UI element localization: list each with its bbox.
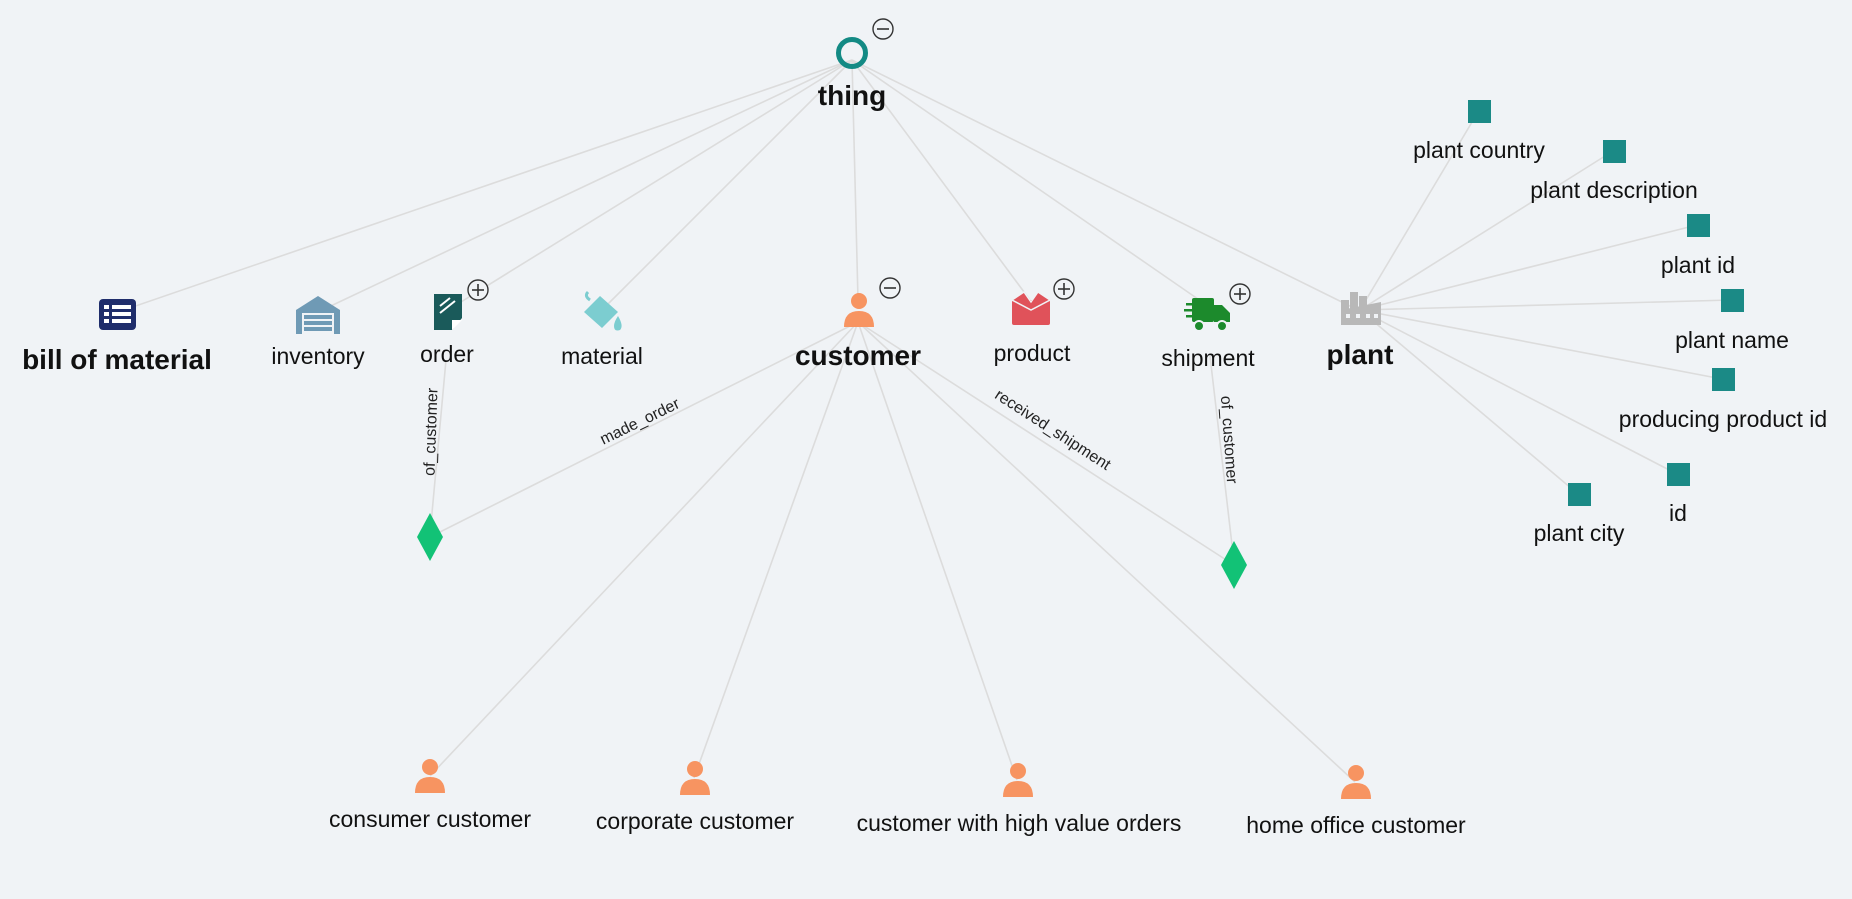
thing-circle-icon bbox=[836, 37, 868, 69]
edge-thing-shipment bbox=[851, 59, 1209, 307]
square-icon bbox=[1568, 483, 1591, 506]
node-label-customer-with-high-value-orders: customer with high value orders bbox=[857, 810, 1182, 836]
node-plant-city[interactable]: plant city bbox=[1534, 483, 1625, 546]
edge-thing-material bbox=[601, 59, 853, 311]
node-label-home-office-customer: home office customer bbox=[1246, 812, 1466, 838]
square-icon bbox=[1667, 463, 1690, 486]
relation-diamond-shipment-of-customer[interactable] bbox=[1221, 541, 1247, 589]
collapse-toggle-thing[interactable] bbox=[872, 18, 894, 40]
node-material[interactable]: material bbox=[561, 290, 643, 369]
square-icon bbox=[1687, 214, 1710, 237]
node-label-corporate-customer: corporate customer bbox=[596, 808, 794, 834]
node-id[interactable]: id bbox=[1667, 463, 1690, 526]
factory-icon bbox=[1341, 292, 1381, 325]
edge-label-made-order: made_order bbox=[598, 395, 684, 448]
node-customer-with-high-value-orders[interactable]: customer with high value orders bbox=[857, 763, 1182, 836]
edge-plant-country bbox=[1359, 111, 1479, 311]
edge-customer-corporate bbox=[693, 321, 859, 779]
node-label-plant-country: plant country bbox=[1413, 137, 1545, 163]
edge-plant-description bbox=[1359, 150, 1614, 311]
edge-label-order-of-customer: of_customer bbox=[421, 387, 441, 476]
edge-shipment-of-customer bbox=[1209, 355, 1235, 563]
edge-label-received-shipment: received_shipment bbox=[992, 387, 1114, 475]
node-label-plant-name: plant name bbox=[1675, 327, 1789, 353]
node-label-plant-description: plant description bbox=[1530, 177, 1698, 203]
edge-plant-id bbox=[1359, 224, 1698, 311]
square-icon bbox=[1712, 368, 1735, 391]
node-label-plant: plant bbox=[1327, 339, 1394, 370]
node-customer[interactable]: customer bbox=[795, 293, 921, 371]
edge-customer-made-order bbox=[429, 321, 859, 538]
node-label-producing-product-id: producing product id bbox=[1619, 406, 1827, 432]
square-icon bbox=[1603, 140, 1626, 163]
edge-thing-inventory bbox=[317, 59, 853, 313]
node-label-inventory: inventory bbox=[271, 343, 365, 369]
expand-toggle-shipment[interactable] bbox=[1229, 283, 1251, 305]
person-icon bbox=[844, 293, 874, 327]
node-bill-of-material[interactable]: bill of material bbox=[22, 299, 212, 375]
node-shipment[interactable]: shipment bbox=[1161, 298, 1255, 371]
node-label-product: product bbox=[994, 340, 1071, 366]
edge-plant-producing-product-id bbox=[1359, 309, 1723, 380]
node-label-customer: customer bbox=[795, 340, 921, 371]
collapse-toggle-customer[interactable] bbox=[879, 277, 901, 299]
node-label-consumer-customer: consumer customer bbox=[329, 806, 531, 832]
node-label-bill-of-material: bill of material bbox=[22, 344, 212, 375]
edge-plant-id-prop bbox=[1359, 309, 1678, 475]
node-plant[interactable]: plant bbox=[1327, 292, 1394, 370]
node-label-shipment: shipment bbox=[1161, 345, 1255, 371]
node-plant-id[interactable]: plant id bbox=[1661, 214, 1735, 278]
node-consumer-customer[interactable]: consumer customer bbox=[329, 759, 531, 832]
node-inventory[interactable]: inventory bbox=[271, 296, 365, 369]
edge-customer-consumer bbox=[429, 321, 859, 777]
node-home-office-customer[interactable]: home office customer bbox=[1246, 765, 1466, 838]
node-plant-name[interactable]: plant name bbox=[1675, 289, 1789, 353]
document-icon bbox=[434, 294, 462, 330]
node-label-id: id bbox=[1669, 500, 1687, 526]
node-label-thing: thing bbox=[818, 80, 886, 111]
node-label-material: material bbox=[561, 343, 643, 369]
paint-bucket-icon bbox=[584, 290, 622, 331]
person-icon bbox=[1003, 763, 1033, 797]
edge-order-of-customer bbox=[429, 359, 447, 536]
square-icon bbox=[1721, 289, 1744, 312]
edge-thing-customer bbox=[851, 59, 859, 301]
edge-thing-bill-of-material bbox=[117, 59, 853, 313]
edge-customer-home-office bbox=[857, 321, 1356, 783]
node-corporate-customer[interactable]: corporate customer bbox=[596, 761, 794, 834]
node-product[interactable]: product bbox=[994, 290, 1071, 366]
edges bbox=[117, 59, 1732, 783]
edge-thing-product bbox=[851, 59, 1031, 301]
edge-thing-plant bbox=[851, 59, 1359, 311]
square-icon bbox=[1468, 100, 1491, 123]
warehouse-icon bbox=[296, 296, 340, 334]
expand-toggle-product[interactable] bbox=[1053, 278, 1075, 300]
truck-icon bbox=[1184, 298, 1230, 332]
edge-label-shipment-of-customer: of_customer bbox=[1217, 395, 1240, 485]
node-label-plant-city: plant city bbox=[1534, 520, 1625, 546]
box-icon bbox=[1010, 290, 1052, 325]
node-order[interactable]: order bbox=[420, 294, 474, 367]
person-icon bbox=[415, 759, 445, 793]
edge-customer-high-value bbox=[857, 321, 1018, 781]
node-label-plant-id: plant id bbox=[1661, 252, 1735, 278]
edge-thing-order bbox=[447, 59, 853, 311]
node-plant-description[interactable]: plant description bbox=[1530, 140, 1698, 203]
node-producing-product-id[interactable]: producing product id bbox=[1619, 368, 1827, 432]
node-thing[interactable]: thing bbox=[818, 37, 886, 112]
edge-plant-city bbox=[1359, 309, 1579, 495]
list-icon bbox=[99, 299, 136, 330]
person-icon bbox=[1341, 765, 1371, 799]
person-icon bbox=[680, 761, 710, 795]
relation-diamond-order-of-customer[interactable] bbox=[417, 513, 443, 561]
expand-toggle-order[interactable] bbox=[467, 279, 489, 301]
node-plant-country[interactable]: plant country bbox=[1413, 100, 1545, 163]
edge-customer-received-shipment bbox=[857, 321, 1235, 566]
node-label-order: order bbox=[420, 341, 474, 367]
edge-plant-name bbox=[1359, 299, 1732, 311]
